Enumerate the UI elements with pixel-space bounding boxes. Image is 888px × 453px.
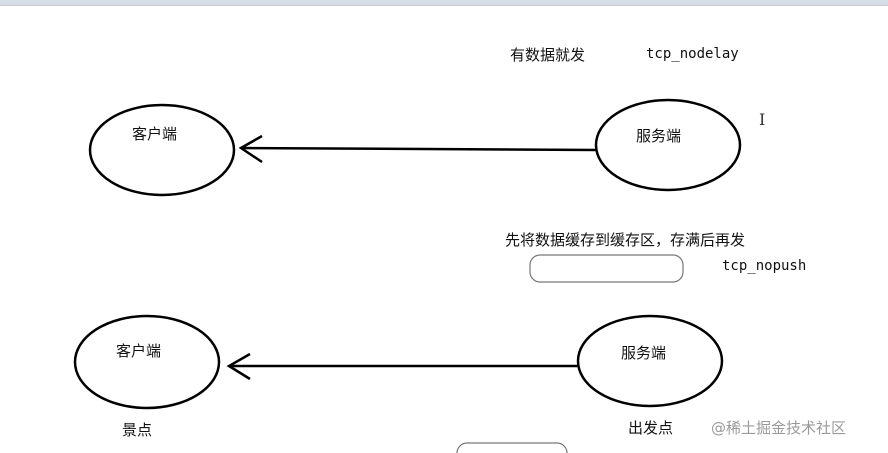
- bottom-option-label: tcp_nopush: [722, 258, 806, 274]
- top-client-label: 客户端: [132, 125, 177, 143]
- bottom-arrow-head-icon: [226, 352, 251, 381]
- bottom-server-node: [576, 314, 724, 408]
- bottom-client-node: [73, 314, 221, 410]
- bottom-client-label: 客户端: [116, 342, 161, 360]
- bottom-client-caption: 景点: [122, 421, 152, 439]
- top-client-node: [88, 103, 236, 197]
- window-top-bar: [0, 0, 888, 6]
- top-option-label: tcp_nodelay: [646, 46, 739, 62]
- buffer-box: [529, 254, 684, 283]
- partial-box: [456, 442, 568, 453]
- text-cursor-icon: I: [759, 110, 765, 129]
- top-server-label: 服务端: [636, 127, 681, 145]
- bottom-server-label: 服务端: [621, 344, 666, 362]
- top-server-node: [594, 98, 742, 192]
- bottom-note: 先将数据缓存到缓存区，存满后再发: [505, 231, 745, 249]
- top-note: 有数据就发: [510, 46, 585, 64]
- top-arrow-head-icon: [238, 134, 263, 164]
- top-arrow-line: [241, 146, 597, 152]
- bottom-server-caption: 出发点: [628, 419, 673, 437]
- watermark: @稀土掘金技术社区: [711, 419, 846, 437]
